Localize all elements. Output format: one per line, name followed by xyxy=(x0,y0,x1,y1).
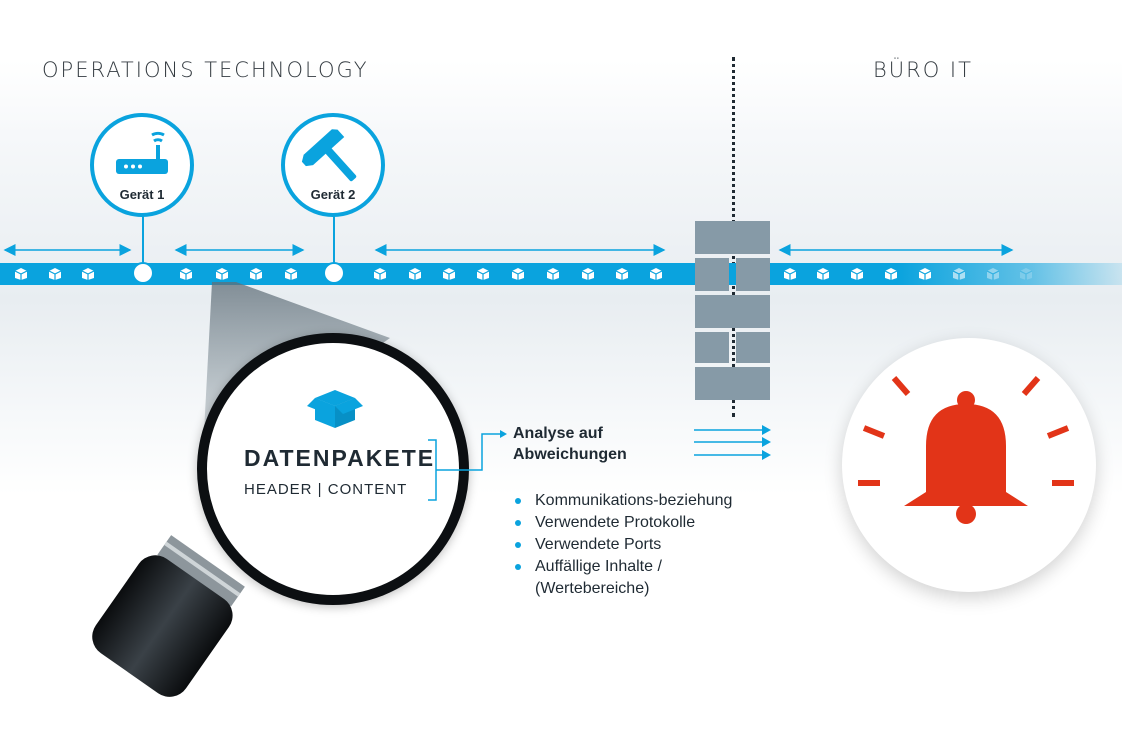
packet-icon xyxy=(1019,268,1033,280)
firewall-brick xyxy=(695,332,729,363)
firewall-brick xyxy=(736,258,770,291)
zone-label-ot: OPERATIONS TECHNOLOGY xyxy=(42,58,369,82)
analysis-item: Auffällige Inhalte / (Wertebereiche) xyxy=(513,556,745,600)
device-1: Gerät 1 xyxy=(90,113,194,217)
open-box-icon xyxy=(307,390,363,428)
packet-icon xyxy=(850,268,864,280)
magnifier-subtitle: HEADER | CONTENT xyxy=(244,481,408,498)
packet-icon xyxy=(373,268,387,280)
device-2-stem xyxy=(333,210,335,264)
packet-icon xyxy=(783,268,797,280)
firewall-brick xyxy=(695,295,770,328)
packet-icon xyxy=(546,268,560,280)
packet-icon xyxy=(476,268,490,280)
device-1-stem xyxy=(142,210,144,264)
packet-icon xyxy=(884,268,898,280)
analysis-item: Verwendete Protokolle xyxy=(513,512,745,534)
magnifier-lens xyxy=(197,333,469,605)
bus-node-1 xyxy=(132,262,154,284)
packet-icon xyxy=(284,268,298,280)
packet-icon xyxy=(511,268,525,280)
packet-icon xyxy=(615,268,629,280)
packet-icon xyxy=(952,268,966,280)
analysis-item: Verwendete Ports xyxy=(513,534,745,556)
packet-icon xyxy=(918,268,932,280)
bus-node-2 xyxy=(323,262,345,284)
analysis-list: Kommunikations-beziehung Verwendete Prot… xyxy=(513,490,745,600)
firewall-brick xyxy=(695,367,770,400)
packet-icon xyxy=(408,268,422,280)
packet-icon xyxy=(249,268,263,280)
analysis-title: Analyse auf Abweichungen xyxy=(513,425,627,463)
magnifier-title: DATENPAKETE xyxy=(244,445,436,471)
hammer-icon xyxy=(301,129,357,182)
data-bus xyxy=(0,263,1122,285)
analysis-item: Kommunikations-beziehung xyxy=(513,490,745,512)
firewall-brick xyxy=(695,221,770,254)
alarm-bell-icon xyxy=(858,376,1074,524)
packet-icon xyxy=(986,268,1000,280)
packet-icon xyxy=(215,268,229,280)
packet-icon xyxy=(581,268,595,280)
device-2: Gerät 2 xyxy=(281,113,385,217)
device-1-label: Gerät 1 xyxy=(119,187,165,202)
zone-label-it: BÜRO IT xyxy=(873,58,973,82)
firewall-brick xyxy=(695,258,729,291)
packet-icon xyxy=(816,268,830,280)
packet-icon xyxy=(649,268,663,280)
firewall-brick xyxy=(736,332,770,363)
magnifier-handle xyxy=(92,535,245,697)
packet-icon xyxy=(442,268,456,280)
router-icon xyxy=(116,131,168,174)
packet-icon xyxy=(48,268,62,280)
packet-icon xyxy=(14,268,28,280)
packet-icon xyxy=(179,268,193,280)
packet-icon xyxy=(81,268,95,280)
device-2-label: Gerät 2 xyxy=(310,187,356,202)
